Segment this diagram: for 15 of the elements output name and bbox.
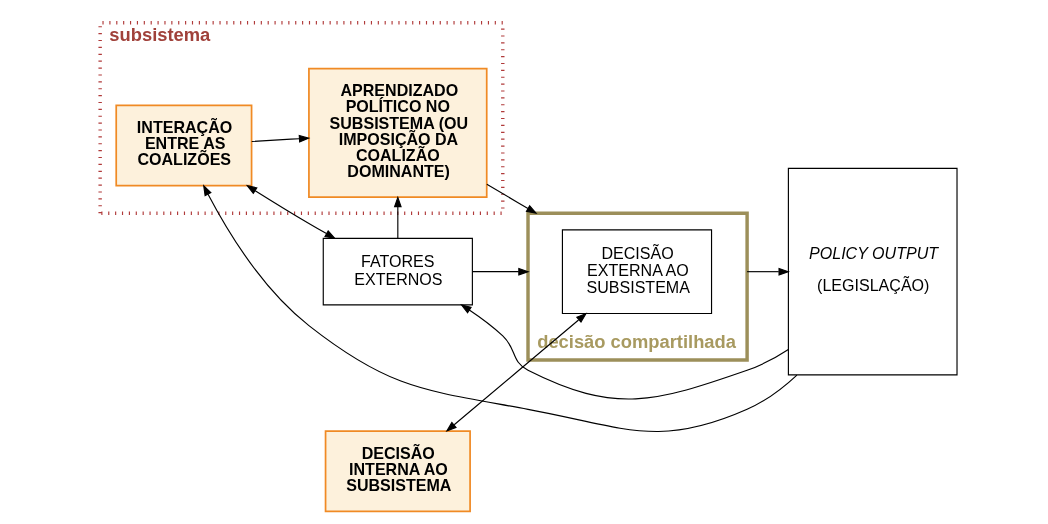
arrow [393,195,402,239]
arrow [202,183,798,432]
arrow [251,134,311,143]
arrow [746,267,790,276]
arrow [245,184,337,239]
node-box: DECISÃO INTERNA AO SUBSISTEMA [324,429,471,512]
node-box: INTERAÇÃO ENTRE AS COALIZÕES [115,104,253,186]
node-box: FATORES EXTERNOS [322,237,473,305]
arrow [486,183,538,214]
node-box: APRENDIZADO POLÍTICO NO SUBSISTEMA (OU IMPOSIÇÃO DA COALIZÃO DOMINANTE) [308,67,488,198]
arrow [445,312,588,432]
arrow [460,303,789,399]
node-box: DECISÃO EXTERNA AO SUBSISTEMA [561,228,713,314]
node-box: POLICY OUTPUT (LEGISLAÇÃO) [787,167,958,375]
arrow [472,267,530,276]
